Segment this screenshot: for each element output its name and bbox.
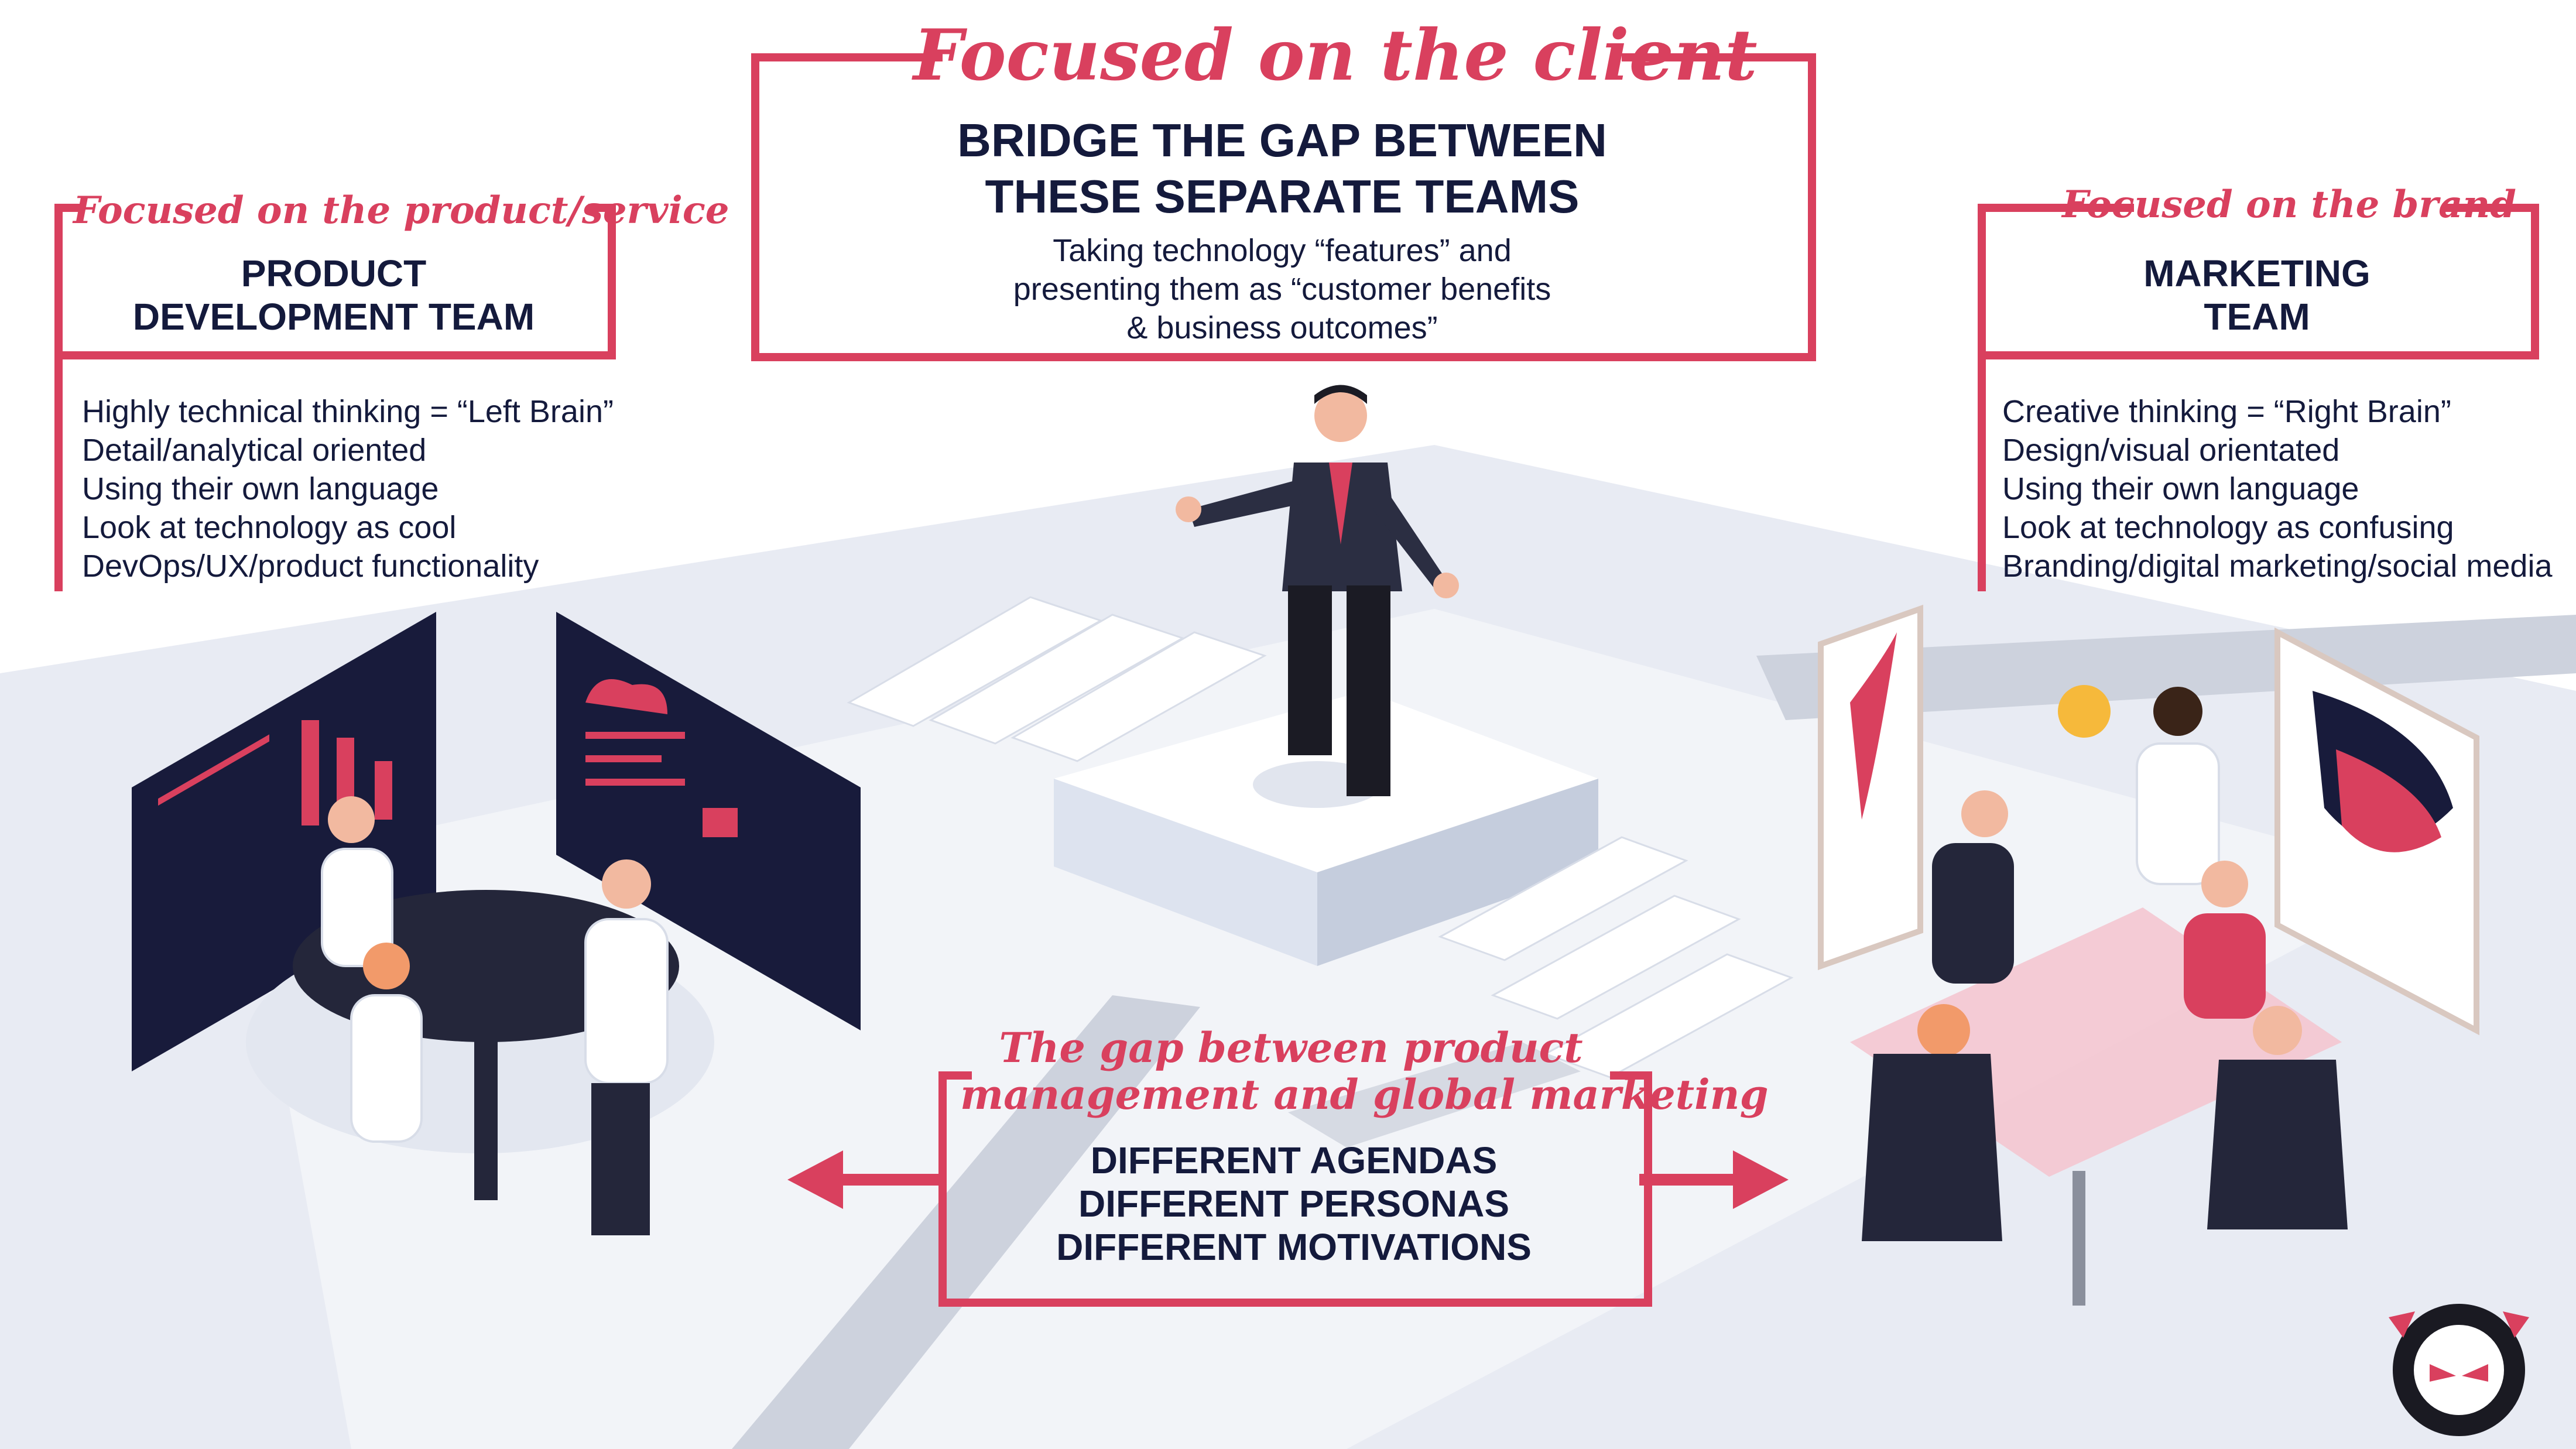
- presenter-figure: [1176, 385, 1459, 796]
- center-box-title-line2: THESE SEPARATE TEAMS: [985, 170, 1580, 222]
- left-box-heading: Focused on the product/service: [73, 189, 729, 232]
- list-item: Highly technical thinking = “Left Brain”: [82, 394, 614, 429]
- left-box-title-line1: PRODUCT: [241, 252, 427, 294]
- center-box-title-line1: BRIDGE THE GAP BETWEEN: [957, 114, 1607, 166]
- double-arrow-icon: [787, 1150, 1789, 1209]
- right-box-heading: Focused on the brand: [2062, 183, 2516, 227]
- left-box-title-line2: DEVELOPMENT TEAM: [132, 296, 535, 338]
- text-box-frames: [54, 53, 2539, 1307]
- gap-box-heading-line1: The gap between product: [999, 1023, 1583, 1072]
- list-item: Detail/analytical oriented: [82, 433, 427, 468]
- gap-box-line3: DIFFERENT MOTIVATIONS: [1056, 1226, 1532, 1268]
- list-item: Creative thinking = “Right Brain”: [2002, 394, 2451, 429]
- devil-mascot-icon: [2389, 1304, 2529, 1436]
- right-box-bullets: Creative thinking = “Right Brain” Design…: [2002, 392, 2553, 585]
- list-item: DevOps/UX/product functionality: [82, 549, 539, 584]
- left-box-bullets: Highly technical thinking = “Left Brain”…: [82, 392, 614, 585]
- list-item: Using their own language: [2002, 471, 2359, 506]
- list-item: Using their own language: [82, 471, 439, 506]
- central-platform: [847, 596, 1794, 1078]
- center-box-desc-line1: Taking technology “features” and: [1053, 233, 1512, 268]
- product-team-illustration: [132, 612, 861, 1235]
- right-box-title-line1: MARKETING: [2143, 252, 2371, 294]
- marketing-team-illustration: [1818, 604, 2479, 1306]
- center-box-desc-line3: & business outcomes”: [1126, 310, 1438, 345]
- center-box-heading: Focused on the client: [913, 14, 1758, 97]
- list-item: Branding/digital marketing/social media: [2002, 549, 2553, 584]
- center-box-desc-line2: presenting them as “customer benefits: [1013, 272, 1551, 307]
- gap-box-line2: DIFFERENT PERSONAS: [1078, 1183, 1510, 1225]
- list-item: Look at technology as confusing: [2002, 510, 2454, 545]
- gap-box-line1: DIFFERENT AGENDAS: [1090, 1139, 1498, 1181]
- list-item: Look at technology as cool: [82, 510, 457, 545]
- gap-box-heading-line2: management and global marketing: [960, 1070, 1769, 1119]
- right-box-title-line2: TEAM: [2204, 296, 2310, 338]
- list-item: Design/visual orientated: [2002, 433, 2340, 468]
